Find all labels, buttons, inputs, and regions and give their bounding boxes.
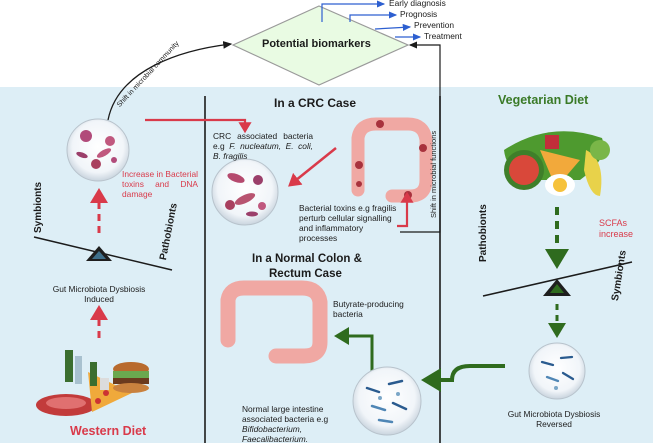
community-shift-arrow: [107, 41, 233, 121]
outcome-arrows: [321, 0, 422, 41]
colon-to-bacteria-arrow: [288, 147, 337, 187]
biomarkers-diamond: [231, 5, 410, 86]
crc-case-title: In a CRC Case: [274, 96, 357, 110]
scfa-label: SCFAs increase: [599, 218, 634, 239]
food-icon: [504, 131, 610, 196]
bacterial-toxins-label: Bacterial toxins e.g fragilis perturb ce…: [299, 203, 397, 243]
bacteria-circle-icon: [352, 366, 422, 436]
outcome-prevention: Prevention: [414, 20, 455, 30]
symbionts-label-left: Symbionts: [33, 181, 44, 233]
normal-case-title-1: In a Normal Colon &: [252, 253, 362, 265]
normal-bacteria-species-2: Faecalibacterium.: [242, 433, 309, 444]
bacteria-circle-icon: [365, 379, 408, 424]
balance-icon: [33, 236, 173, 271]
outcome-treatment: Treatment: [424, 31, 462, 41]
outcome-early-diagnosis: Early diagnosis: [389, 0, 446, 8]
toxin-to-colon-arrow: [397, 191, 414, 228]
outcome-prognosis: Prognosis: [400, 9, 438, 19]
function-shift-arrow: [400, 41, 441, 233]
green-left-arrow: [421, 364, 505, 392]
pathobionts-label-right: Pathobionts: [478, 204, 489, 262]
butyrate-label: Butyrate-producing bacteria: [333, 299, 404, 319]
normal-bacteria-prefix: Normal large intestine associated bacter…: [242, 404, 329, 424]
arrow-icon: [374, 23, 412, 32]
bacteria-circle-icon: [528, 342, 586, 400]
food-icon: [36, 350, 149, 416]
normal-case-title-2: Rectum Case: [269, 268, 342, 280]
toxin-increase-label: Increase in Bacterial toxins and DNA dam…: [122, 169, 198, 199]
arrow-icon: [349, 11, 398, 22]
bacteria-circle-icon: [211, 158, 279, 226]
colon-icon: [351, 117, 433, 203]
normal-bacteria-species-1: Bifidobacterium,: [242, 423, 303, 434]
bacteria-circle-icon: [540, 355, 575, 390]
balance-icon: [482, 261, 633, 297]
bacteria-circle-icon: [76, 130, 117, 169]
colon-icon: [220, 280, 328, 364]
function-shift-label: Shift in microbial functions: [429, 130, 438, 218]
bacteria-circle-icon: [225, 173, 266, 217]
dysbiosis-induced-label: Gut Microbiota Dysbiosis Induced: [52, 284, 146, 304]
dysbiosis-reversed-label: Gut Microbiota Dysbiosis Reversed: [507, 409, 601, 429]
crc-bacteria-prefix: CRC associated bacteria e.g: [213, 131, 313, 151]
western-diet-title: Western Diet: [70, 424, 147, 438]
biomarkers-label: Potential biomarkers: [262, 38, 371, 50]
arrow-icon: [321, 0, 386, 22]
normal-bacteria-label: Normal large intestine associated bacter…: [242, 404, 352, 445]
red-connector-arrow: [145, 118, 252, 134]
bacteria-circle-icon: [66, 118, 130, 182]
green-up-arrow: [334, 327, 374, 372]
crc-bacteria-species: F. nucleatum, E. coli, B. fragilis: [213, 140, 314, 161]
crc-bacteria-label: CRC associated bacteria e.g F. nucleatum…: [213, 131, 314, 162]
vegetarian-diet-title: Vegetarian Diet: [498, 93, 589, 107]
